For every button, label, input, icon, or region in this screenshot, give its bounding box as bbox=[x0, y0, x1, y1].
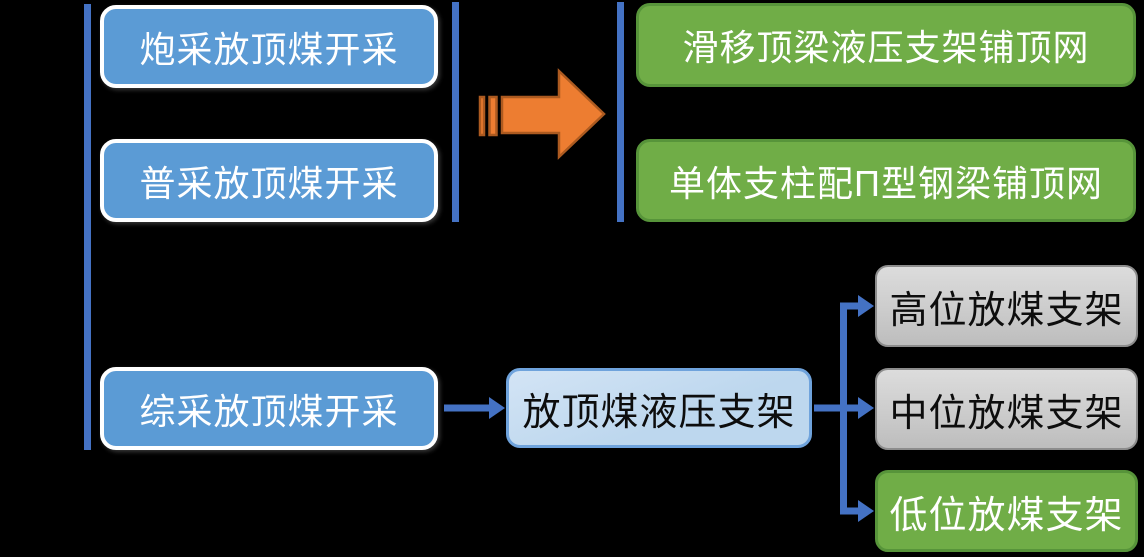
node-sliding-beam-support-net: 滑移顶梁液压支架铺顶网 bbox=[636, 3, 1136, 87]
arrow-body bbox=[500, 68, 606, 160]
node-mid-position-support: 中位放煤支架 bbox=[875, 368, 1138, 450]
node-blast-mining: 炮采放顶煤开采 bbox=[100, 5, 438, 88]
node-high-position-support: 高位放煤支架 bbox=[875, 265, 1138, 347]
left-divider-rule bbox=[84, 4, 91, 450]
arrow-stripe-thin bbox=[478, 95, 486, 137]
node-single-prop-pi-beam-net: 单体支柱配Π型钢梁铺顶网 bbox=[636, 139, 1136, 222]
right-divider-rule bbox=[617, 2, 624, 222]
arrow-stripe-wide bbox=[488, 95, 498, 137]
node-low-position-support: 低位放煤支架 bbox=[875, 470, 1138, 552]
striped-right-arrow-icon bbox=[478, 68, 606, 160]
node-caving-hydraulic-support: 放顶煤液压支架 bbox=[506, 368, 812, 448]
node-fully-mechanized-mining: 综采放顶煤开采 bbox=[100, 367, 438, 450]
node-conventional-mining: 普采放顶煤开采 bbox=[100, 139, 438, 222]
middle-divider-rule bbox=[452, 2, 459, 222]
